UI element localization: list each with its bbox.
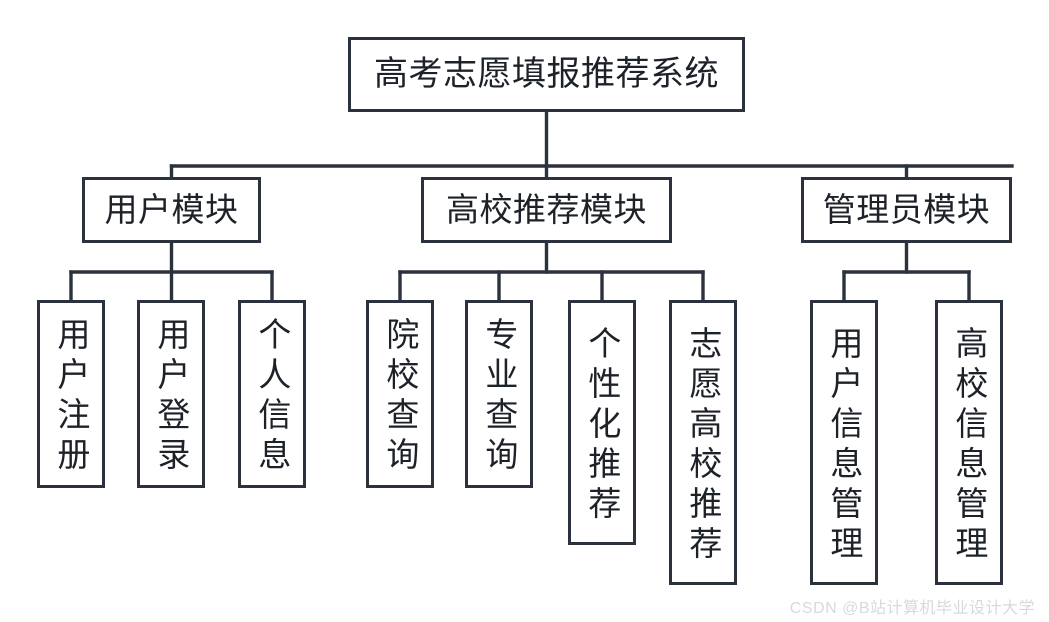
node-module-admin-label: 管理员模块: [822, 191, 991, 229]
node-module-recommendation[interactable]: 高校推荐模块: [421, 177, 672, 243]
node-leaf-user-register-label: 用户注册: [52, 317, 90, 477]
node-leaf-user-login-label: 用户登录: [152, 317, 190, 477]
node-leaf-user-info-management-label: 用户信息管理: [825, 325, 863, 566]
node-leaf-personal-info[interactable]: 个人信息: [238, 300, 306, 488]
node-module-recommendation-label: 高校推荐模块: [446, 191, 647, 229]
node-leaf-school-info-management[interactable]: 高校信息管理: [935, 300, 1003, 585]
node-leaf-major-query-label: 专业查询: [480, 317, 518, 477]
watermark-text: CSDN @B站计算机毕业设计大学: [789, 600, 1035, 617]
node-leaf-volunteer-school-recommendation[interactable]: 志愿高校推荐: [669, 300, 737, 585]
node-leaf-volunteer-school-recommendation-label: 志愿高校推荐: [684, 325, 722, 566]
node-leaf-school-query[interactable]: 院校查询: [366, 300, 434, 488]
node-root-label: 高考志愿填报推荐系统: [374, 55, 719, 94]
node-leaf-school-info-management-label: 高校信息管理: [950, 325, 988, 566]
node-leaf-major-query[interactable]: 专业查询: [465, 300, 533, 488]
node-root-system[interactable]: 高考志愿填报推荐系统: [348, 37, 745, 112]
node-leaf-user-register[interactable]: 用户注册: [37, 300, 105, 488]
node-leaf-school-query-label: 院校查询: [381, 317, 419, 477]
node-leaf-personalized-recommendation[interactable]: 个性化推荐: [568, 300, 636, 545]
node-leaf-user-info-management[interactable]: 用户信息管理: [810, 300, 878, 585]
node-leaf-personal-info-label: 个人信息: [253, 317, 291, 477]
node-leaf-personalized-recommendation-label: 个性化推荐: [583, 325, 621, 526]
node-module-user[interactable]: 用户模块: [82, 177, 261, 243]
node-leaf-user-login[interactable]: 用户登录: [137, 300, 205, 488]
node-module-user-label: 用户模块: [104, 191, 239, 229]
node-module-admin[interactable]: 管理员模块: [801, 177, 1012, 243]
